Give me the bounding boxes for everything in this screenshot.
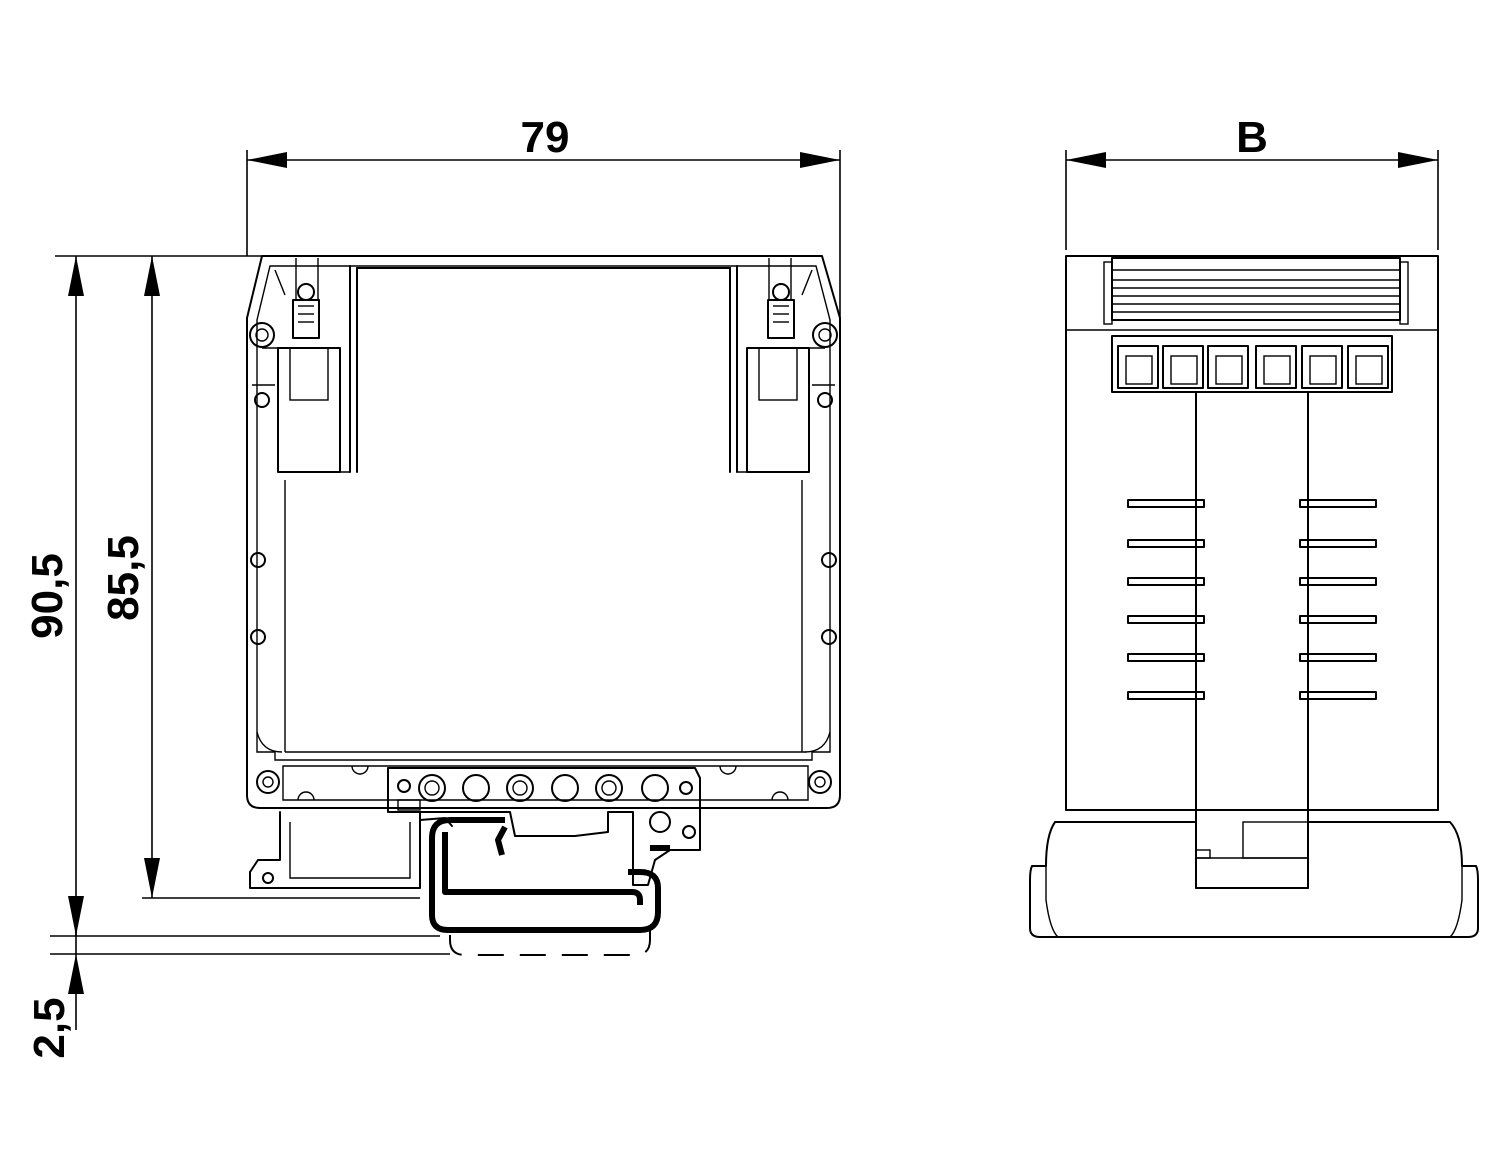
dimension-height-total: 90,5 (23, 255, 440, 937)
height-body-label: 85,5 (99, 535, 148, 621)
width-front-label: 79 (521, 113, 570, 162)
width-side-label: B (1236, 113, 1268, 162)
cooling-fins (1127, 499, 1377, 700)
height-total-label: 90,5 (23, 553, 72, 639)
dimension-rail-offset: 2,5 (25, 896, 450, 1059)
dimension-height-body: 85,5 (99, 256, 420, 899)
connector-slots (1117, 345, 1389, 389)
dimension-width-side: B (1065, 113, 1439, 250)
front-view (246, 255, 841, 956)
dimension-width-front: 79 (246, 113, 841, 318)
side-view (1029, 255, 1479, 938)
rail-offset-label: 2,5 (25, 997, 74, 1058)
